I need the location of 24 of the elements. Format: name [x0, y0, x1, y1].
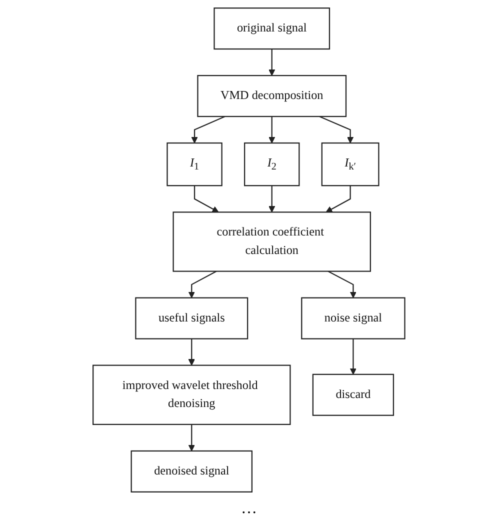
arrow — [326, 186, 351, 212]
node-box: useful signals — [135, 297, 248, 340]
arrow — [268, 49, 276, 76]
arrow — [188, 424, 196, 452]
arrow — [268, 186, 276, 212]
node-box: VMD decomposition — [197, 74, 347, 118]
ellipsis-text: … — [241, 500, 257, 517]
arrow — [319, 116, 354, 144]
node-box: I$_{1}$ — [166, 142, 222, 186]
node-box: noise signal — [301, 297, 406, 340]
arrow — [188, 270, 217, 298]
arrow — [191, 116, 226, 144]
arrow — [328, 270, 357, 298]
node-box: I$_{2}$ — [244, 142, 300, 186]
arrow — [268, 116, 276, 144]
node-box: discard — [312, 374, 394, 416]
node-box: denoised signal — [130, 450, 253, 492]
node-box: I$_{k′}$ — [321, 142, 380, 186]
arrow — [188, 338, 196, 366]
arrow — [194, 186, 219, 212]
arrow — [350, 338, 357, 375]
node-box: original signal — [214, 8, 330, 50]
node-box: correlation coefficient calculation — [172, 212, 372, 272]
node-box: improved wavelet threshold denoising — [92, 364, 291, 425]
